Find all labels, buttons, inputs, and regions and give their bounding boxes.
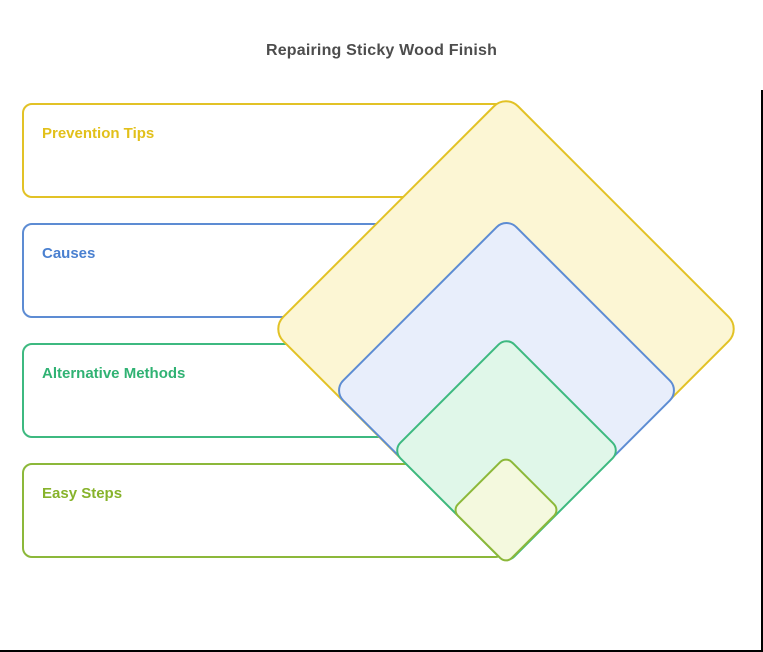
card-label-causes: Causes bbox=[42, 245, 96, 262]
card-label-easy-steps: Easy Steps bbox=[42, 485, 123, 502]
card-prevention-tips: Prevention Tips bbox=[22, 103, 505, 198]
card-label-prevention-tips: Prevention Tips bbox=[42, 125, 155, 142]
card-label-alternative-methods: Alternative Methods bbox=[42, 365, 186, 382]
frame-border-right bbox=[761, 90, 763, 652]
diagram-title: Repairing Sticky Wood Finish bbox=[265, 42, 498, 59]
frame-border-bottom bbox=[0, 650, 763, 652]
